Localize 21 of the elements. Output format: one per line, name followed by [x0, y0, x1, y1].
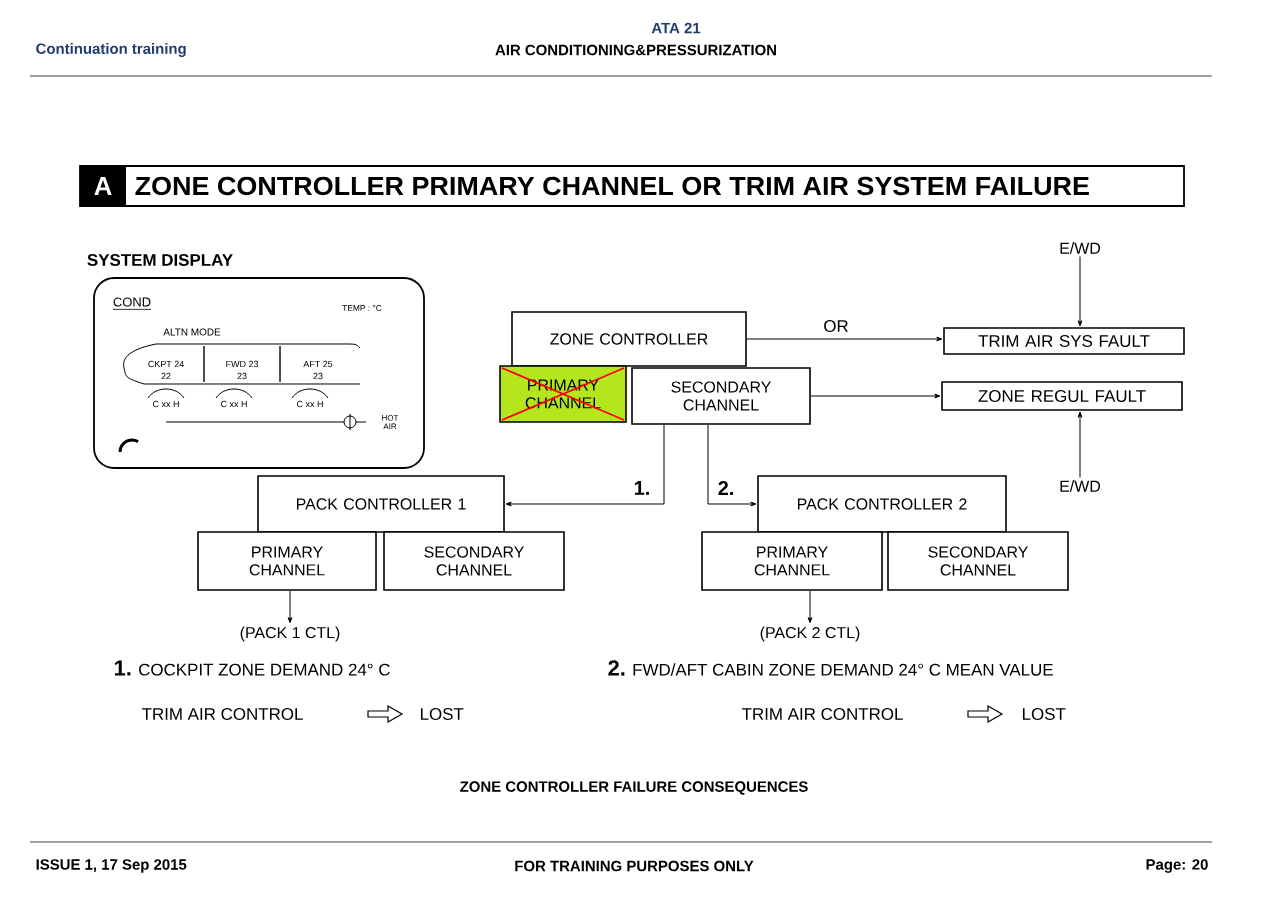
arrow: [807, 590, 813, 624]
result-text: TRIM AIR CONTROL: [142, 708, 303, 720]
edge-label: OR: [824, 320, 848, 332]
arrow: [505, 424, 665, 507]
edge-label: 1.: [634, 481, 649, 495]
fault-box: ZONE REGUL FAULT: [941, 381, 1183, 411]
arrow: [707, 424, 757, 507]
section-letter: A: [94, 177, 112, 195]
consequence-text: 2. FWD/AFT CABIN ZONE DEMAND 24° C MEAN VALUE: [608, 660, 1053, 676]
arrow: [1077, 411, 1083, 479]
arrow: [287, 590, 293, 624]
result-text: LOST: [421, 708, 464, 720]
arrow: [746, 336, 943, 342]
result-text: LOST: [1023, 708, 1066, 720]
edge-label: 2.: [718, 481, 733, 495]
consequence-text: 1. COCKPIT ZONE DEMAND 24° C: [115, 660, 390, 676]
arrow: [1077, 255, 1083, 327]
arrow: [810, 393, 941, 399]
panel-heading: SYSTEM DISPLAY: [87, 254, 233, 266]
result-text: TRIM AIR CONTROL: [742, 708, 903, 720]
fault-box: TRIM AIR SYS FAULT: [943, 327, 1185, 355]
